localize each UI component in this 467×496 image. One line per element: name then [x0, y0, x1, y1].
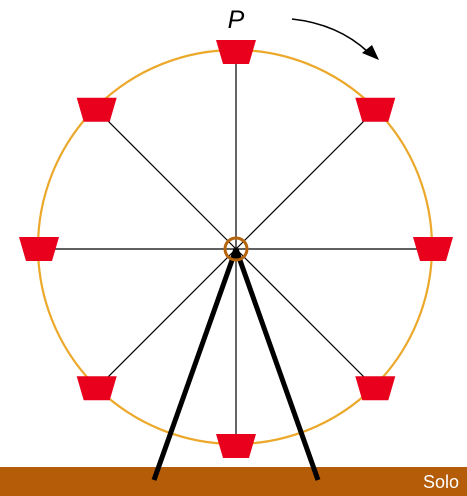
cabin	[77, 98, 117, 122]
ground-label: Solo	[423, 472, 459, 492]
spoke	[236, 249, 375, 388]
cabin	[19, 237, 59, 261]
cabin	[355, 376, 395, 400]
rotation-arrow	[292, 19, 379, 60]
spoke	[97, 249, 236, 388]
spoke	[97, 110, 236, 249]
cabin	[413, 237, 453, 261]
cabin	[216, 434, 256, 458]
cabin	[77, 376, 117, 400]
cabin	[355, 98, 395, 122]
ground-strip	[0, 467, 467, 496]
point-p-label: P	[228, 6, 245, 34]
cabin	[216, 40, 256, 64]
spoke	[236, 110, 375, 249]
